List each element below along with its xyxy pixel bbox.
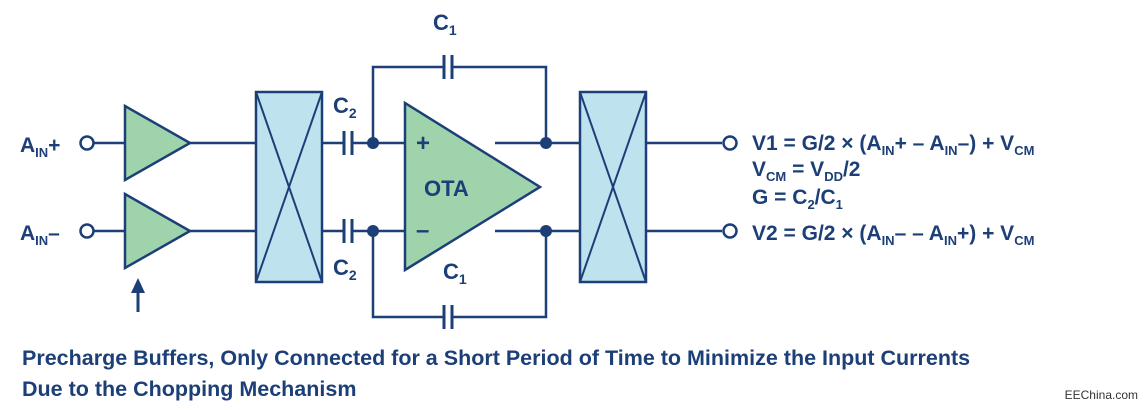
wire-c1-bottom-right — [452, 231, 548, 319]
watermark: EEChina.com — [1064, 388, 1138, 402]
label-c2-bottom: C2 — [333, 255, 357, 283]
chopper-switch-output — [578, 90, 648, 284]
label-ota-plus: + — [416, 130, 430, 157]
chopper-switch-input — [254, 90, 324, 284]
up-arrow-icon — [131, 278, 145, 312]
c2-top-capacitor — [342, 131, 354, 155]
junction-dot-out-bottom — [540, 225, 552, 237]
equation-vcm: VCM = VDD/2 — [752, 158, 860, 184]
wire-c1-top-left — [371, 65, 444, 143]
caption-line-2: Due to the Chopping Mechanism — [22, 377, 357, 401]
terminal-ain-plus — [79, 135, 95, 151]
junction-dot-out-top — [540, 137, 552, 149]
equation-v1: V1 = G/2 × (AIN+ – AIN–) + VCM — [752, 132, 1034, 158]
precharge-buffer-bottom — [123, 191, 193, 271]
junction-dot-c2-top — [367, 137, 379, 149]
label-c1-bottom: C1 — [443, 259, 467, 287]
figure-caption: Precharge Buffers, Only Connected for a … — [22, 343, 1132, 405]
wire-c1-bottom-left — [371, 231, 444, 319]
terminal-ain-minus — [79, 223, 95, 239]
c1-top-capacitor — [442, 55, 454, 79]
terminal-v2 — [722, 223, 738, 239]
junction-dot-c2-bottom — [367, 225, 379, 237]
label-c1-top: C1 — [433, 10, 457, 38]
label-c2-top: C2 — [333, 93, 357, 121]
wire-c1-top-right — [452, 65, 548, 143]
equation-g: G = C2/C1 — [752, 186, 843, 212]
ota-amplifier — [403, 100, 543, 273]
label-ota: OTA — [424, 176, 469, 201]
caption-line-1: Precharge Buffers, Only Connected for a … — [22, 346, 971, 370]
precharge-buffer-top — [123, 103, 193, 183]
terminal-v1 — [722, 135, 738, 151]
c1-bottom-capacitor — [442, 305, 454, 329]
label-ain-plus: AIN+ — [20, 134, 60, 160]
label-ain-minus: AIN– — [20, 222, 60, 248]
c2-bottom-capacitor — [342, 219, 354, 243]
equation-v2: V2 = G/2 × (AIN– – AIN+) + VCM — [752, 222, 1034, 248]
label-ota-minus: – — [416, 217, 429, 244]
